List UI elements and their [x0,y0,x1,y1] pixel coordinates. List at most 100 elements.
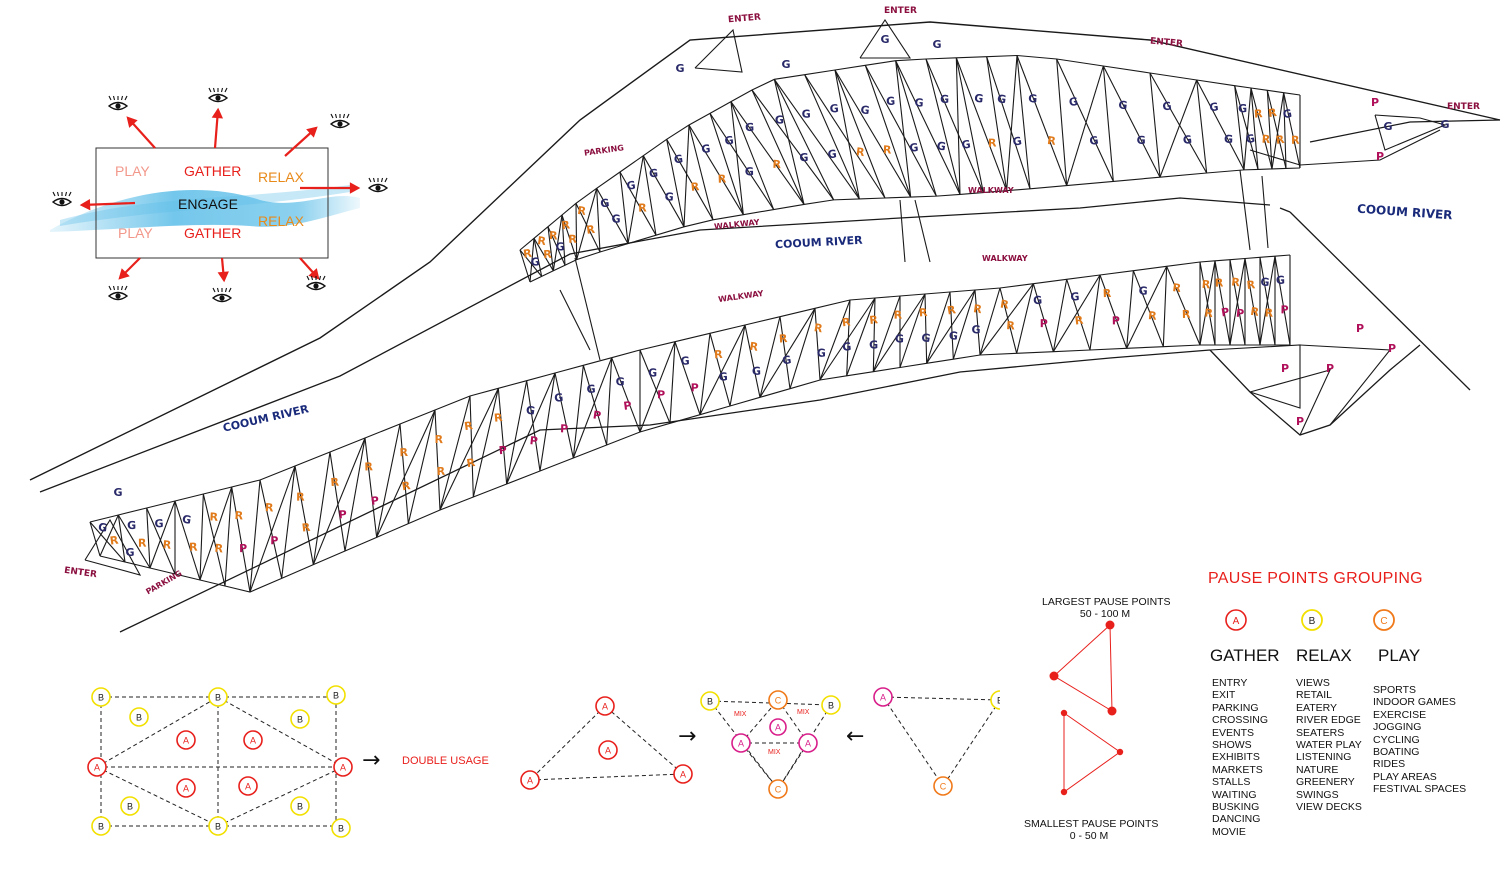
map-line [1283,92,1287,169]
map-line [999,287,1018,354]
pause-mark-G: G [996,92,1007,106]
node-letter: A [602,702,608,712]
pause-mark-R: R [714,348,724,361]
map-line [611,357,641,433]
map-line [730,101,805,205]
large-triangle-node [1105,620,1115,630]
legend-title: PAUSE POINTS GROUPING [1208,570,1423,587]
enter-label-2: ENTER [884,6,917,16]
node-letter: A [805,739,811,749]
node-letter: B [215,822,221,832]
map-line [554,372,574,459]
pause-mark-P: P [592,408,602,422]
map-line [1132,270,1164,347]
pause-mark-G: G [673,152,684,166]
map-line [1199,260,1216,346]
pause-mark-R: R [549,229,559,242]
arrow-line [81,201,136,207]
map-line [773,79,805,205]
pause-mark-R: R [894,309,903,322]
node-letter: A [245,782,251,792]
map-line [1066,65,1104,186]
pause-mark-G: G [799,151,808,164]
large-triangle-node [1107,706,1117,716]
node-letter: A [94,763,100,773]
legend-circle-c-letter: C [1380,616,1387,627]
pause-mark-R: R [330,476,340,490]
map-line [1099,274,1128,349]
map-line [819,299,851,381]
mix-label-left: MIX [734,711,747,718]
pause-mark-P: P [1376,150,1384,163]
gather-item: EXHIBITS [1212,751,1260,764]
node-letter: B [297,802,303,812]
link-line [882,696,1000,701]
pause-mark-G: G [664,190,674,204]
small-triangle-node [1060,709,1068,717]
pause-mark-R: R [162,538,172,552]
enter-label-4: ENTER [1447,102,1480,112]
pause-mark-G: G [1162,99,1173,113]
pause-mark-R: R [522,247,533,261]
map-line [99,514,119,557]
largest-range-text: 50 - 100 M [1079,608,1131,620]
node-letter: C [940,782,947,792]
pause-mark-P: P [1280,303,1288,316]
pause-mark-P: P [1388,342,1396,355]
pause-mark-R: R [855,145,866,159]
pause-mark-R: R [586,223,597,237]
map-line [688,124,744,215]
node-A [769,718,787,736]
legend-circle-b [1301,609,1323,631]
map-line [1056,58,1114,182]
pause-mark-R: R [918,306,928,320]
pause-mark-G: G [1089,134,1100,148]
pause-mark-R: R [436,465,445,478]
map-line [1259,256,1276,346]
pause-mark-R: R [214,542,224,556]
pause-mark-G: G [880,33,889,46]
map-line [1149,72,1161,178]
map-line [955,57,961,195]
pause-mark-R: R [1250,305,1261,319]
node-letter: A [183,736,189,746]
link-line [529,773,684,781]
pause-mark-G: G [1182,133,1192,147]
map-line [1016,55,1068,186]
map-line [559,289,591,351]
map-line [249,465,296,593]
map-line [472,388,499,498]
map-line [407,409,436,524]
pause-mark-R: R [813,321,824,335]
map-line [294,465,314,565]
link-line [217,696,344,768]
pause-mark-R: R [464,419,475,433]
pause-mark-G: G [971,323,981,336]
map-line [1234,85,1245,170]
link-line [217,766,344,827]
node-B [326,685,346,705]
pause-mark-R: R [1264,306,1273,319]
map-line [572,357,613,459]
pause-mark-R: R [1201,278,1211,292]
node-B [821,695,841,715]
pause-mark-G: G [886,95,896,109]
pause-mark-G: G [680,354,690,367]
relax-item: RETAIL [1296,689,1332,702]
map-line [1056,58,1068,186]
concept-gather-top: GATHER [184,163,242,179]
pause-mark-G: G [97,521,108,535]
eye-icon [107,285,129,301]
map-line [1149,72,1208,174]
double-usage-label: DOUBLE USAGE [402,755,489,767]
map-line [312,451,331,565]
pause-mark-G: G [127,519,136,532]
map-line [29,21,1501,481]
map-line [699,333,711,415]
map-line [642,155,685,228]
node-C [933,776,953,796]
legend-circle-c [1373,609,1395,631]
node-B [700,691,720,711]
